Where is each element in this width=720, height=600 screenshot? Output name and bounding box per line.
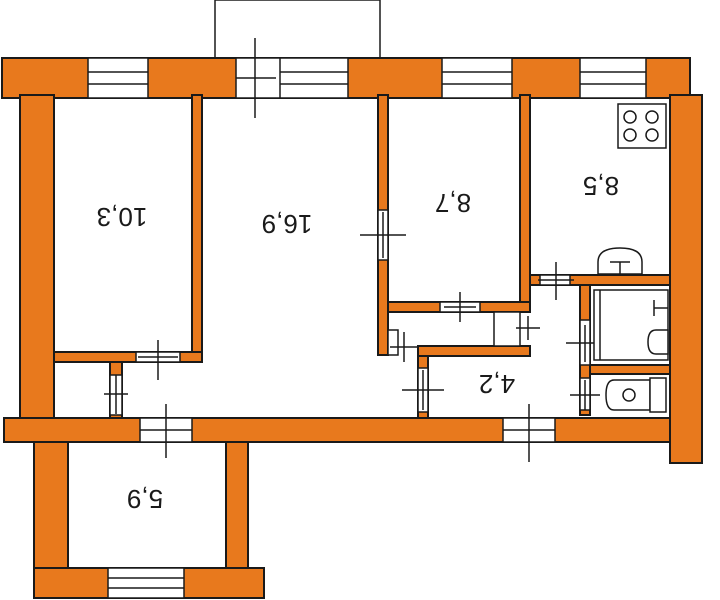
wall-hall-top — [417, 345, 531, 357]
sink-icon — [597, 247, 643, 275]
wall-left-room-right — [191, 94, 203, 358]
area-label-kitchen: 8,5 — [583, 171, 619, 201]
area-label-room-living: 16,9 — [262, 209, 313, 239]
wall-left-room-bottom — [53, 351, 203, 363]
area-label-room-left: 10,3 — [97, 202, 148, 232]
bathtub-icon — [593, 289, 669, 361]
balcony — [214, 0, 381, 59]
area-label-room-middle: 8,7 — [435, 188, 471, 218]
door-markers — [104, 212, 602, 414]
toilet-icon — [605, 377, 667, 413]
area-label-hall: 4,2 — [479, 369, 515, 399]
window-top-1 — [87, 57, 149, 99]
area-label-room-bottom: 5,9 — [127, 484, 163, 514]
stove-icon — [617, 103, 667, 149]
balcony-door-marker — [236, 38, 276, 118]
window-top-3 — [441, 57, 513, 99]
window-bottom — [107, 567, 185, 599]
wall-kitchen-bottom — [529, 274, 671, 286]
left-wall — [19, 94, 55, 421]
wall-bath-divider — [589, 364, 671, 375]
wall-middle-right — [519, 94, 531, 311]
right-wall — [669, 94, 703, 464]
bottom-room-left-wall — [33, 441, 69, 571]
bottom-wall — [3, 417, 671, 443]
door-corridor — [387, 329, 399, 356]
bottom-door-markers — [140, 404, 555, 462]
window-top-4 — [579, 57, 647, 99]
storage-box — [493, 311, 521, 347]
bottom-room-right-wall — [225, 441, 249, 571]
